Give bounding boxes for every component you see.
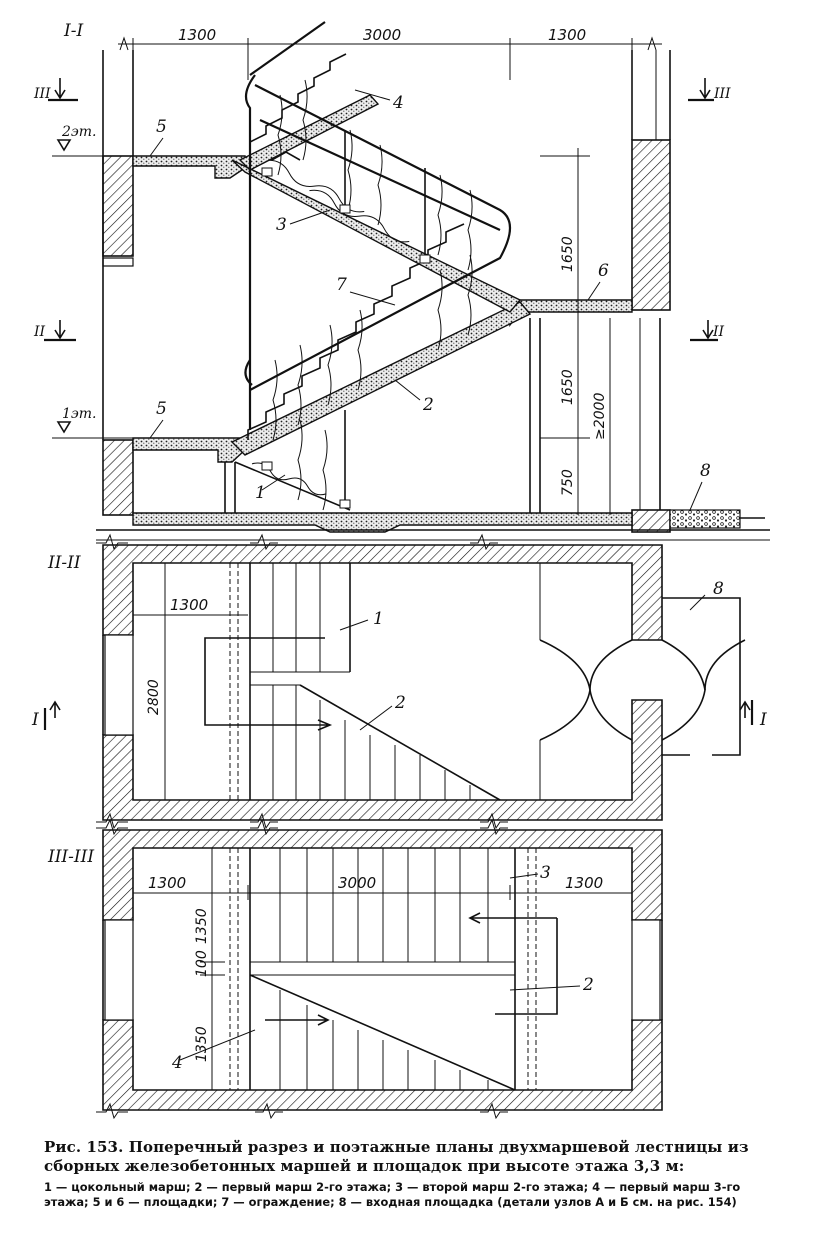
- callout-1: 1: [255, 483, 266, 503]
- section-I-I: I-I 1300 3000 1300: [33, 21, 770, 541]
- plan3-dim-1300-right: 1300: [565, 874, 603, 892]
- section-label-III-III: III-III: [47, 847, 94, 867]
- callout-2: 2: [422, 395, 434, 415]
- section-label-I-I: I-I: [63, 21, 83, 41]
- plan-II-II: II-II: [31, 533, 767, 830]
- cut-mark-III-right: III: [688, 78, 731, 102]
- plan3-dim-3000: 3000: [338, 874, 376, 892]
- railing-balusters: [272, 79, 473, 511]
- plan3-callout-4: 4: [171, 1053, 183, 1073]
- plan3-dim-1350-top: 1350: [194, 908, 210, 944]
- callout-7: 7: [336, 275, 347, 295]
- callout-5-lower: 5: [156, 399, 167, 419]
- dim-750: 750: [560, 469, 576, 496]
- flight-2: [230, 301, 532, 456]
- plan3-callout-3: 3: [540, 863, 551, 883]
- svg-text:II: II: [33, 324, 46, 340]
- flight-1: [234, 461, 351, 511]
- callout-6: 6: [598, 261, 609, 281]
- svg-text:I: I: [759, 710, 767, 730]
- cut-mark-I-left: I: [31, 700, 61, 730]
- plan3-dim-100: 100: [194, 950, 210, 977]
- dim-1650-upper: 1650: [560, 236, 576, 272]
- callout-5-upper: 5: [156, 117, 167, 137]
- dim-1300-right: 1300: [548, 26, 586, 44]
- dim-3000: 3000: [363, 26, 401, 44]
- dim-1650-lower: 1650: [560, 369, 576, 405]
- right-wall: [631, 139, 671, 311]
- plan3-dim-1350-bottom: 1350: [194, 1026, 210, 1062]
- svg-text:I: I: [31, 710, 39, 730]
- plan3-callout-2: 2: [582, 975, 594, 995]
- handrail-top: [249, 21, 326, 76]
- plan2-callout-2: 2: [394, 693, 406, 713]
- plan2-callout-1: 1: [373, 609, 384, 629]
- railing-post-left: [244, 74, 256, 430]
- section-label-II-II: II-II: [47, 553, 81, 573]
- landing-5-lower: [132, 437, 246, 463]
- svg-text:1эт.: 1эт.: [62, 406, 96, 422]
- left-wall-upper: [102, 155, 134, 257]
- plan2-callout-8: 8: [713, 579, 724, 599]
- entrance-pad-8: [669, 509, 741, 529]
- plan3-dim-1300-left: 1300: [148, 874, 186, 892]
- callouts-section: 4 5 3 6 7 2 5 1 8: [149, 89, 711, 511]
- level-mark-1: 1эт.: [52, 406, 133, 439]
- left-wall-lower: [102, 439, 134, 516]
- caption-title: Рис. 153. Поперечный разрез и поэтажные …: [44, 1138, 749, 1175]
- plan2-dim-2800: 2800: [146, 679, 162, 715]
- cut-mark-I-right: I: [739, 700, 767, 730]
- svg-text:III: III: [713, 86, 731, 102]
- plan-III-III: III-III: [47, 818, 663, 1120]
- caption-legend: 1 — цокольный марш; 2 — первый марш 2-го…: [44, 1180, 741, 1209]
- level-mark-2: 2эт.: [52, 124, 133, 157]
- flight-3: [231, 159, 522, 313]
- cut-mark-II-left: II: [33, 320, 76, 342]
- dim-2000: ≥2000: [592, 393, 608, 440]
- staircase-drawing: I-I 1300 3000 1300: [31, 21, 770, 1120]
- ground-floor-slab: [132, 512, 633, 533]
- svg-text:III: III: [33, 86, 51, 102]
- dim-1300-left: 1300: [178, 26, 216, 44]
- callout-3: 3: [276, 215, 287, 235]
- flight-4: [238, 94, 380, 171]
- landing-5-upper: [132, 155, 246, 179]
- svg-text:II: II: [712, 324, 725, 340]
- plan2-dim-1300: 1300: [170, 596, 208, 614]
- cut-mark-II-right: II: [690, 320, 725, 342]
- callout-4: 4: [392, 93, 404, 113]
- svg-text:2эт.: 2эт.: [61, 124, 96, 140]
- handrail-7: [249, 84, 512, 391]
- cut-mark-III-left: III: [33, 78, 78, 102]
- callout-8: 8: [700, 461, 711, 481]
- figure-caption: Рис. 153. Поперечный разрез и поэтажные …: [44, 1138, 786, 1210]
